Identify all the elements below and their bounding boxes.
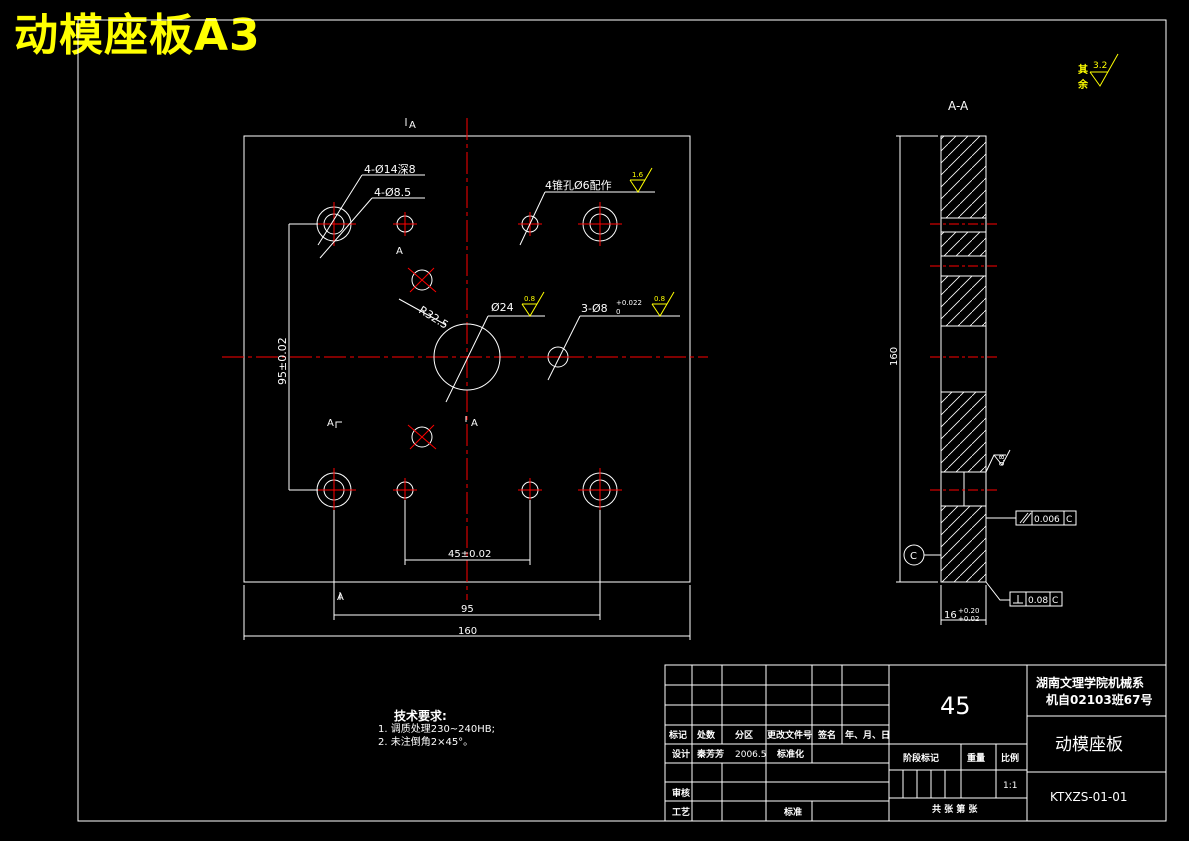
callout-taper-pin: 4锥孔Ø6配作 (545, 179, 612, 192)
callout-taper-roughness: 1.6 (632, 171, 644, 179)
roughness-label-1: 其 (1078, 63, 1088, 76)
tech-req-item-2: 2. 未注倒角2×45°。 (378, 737, 474, 748)
section-thickness-base: 16 (944, 610, 957, 621)
roughness-label-2: 余 (1077, 78, 1089, 91)
callout-pin-roughness: 0.8 (654, 295, 665, 303)
section-height-dim: 160 (889, 347, 900, 366)
dim-vertical: 95±0.02 (276, 337, 289, 385)
tb-review: 审核 (672, 787, 690, 799)
section-datum: C (910, 551, 917, 562)
section-mark-bottom: A (337, 592, 344, 603)
section-side-roughness: 0.8 (998, 455, 1006, 466)
pin-holes (411, 269, 569, 448)
section-thickness-tol-lower: +0.02 (958, 615, 979, 623)
roughness-value: 3.2 (1093, 61, 1107, 71)
section-roughness (993, 449, 1011, 466)
tb-design-date: 2006.5 (735, 750, 767, 760)
tb-designer: 秦芳芳 (696, 748, 724, 760)
tb-col-mark: 标记 (668, 729, 687, 741)
tech-requirements: 技术要求: 1. 调质处理230~240HB; 2. 未注倒角2×45°。 (378, 710, 495, 749)
tech-req-item-1: 1. 调质处理230~240HB; (378, 724, 496, 735)
parallelism-value: 0.006 (1034, 515, 1060, 525)
callout-pin-tol-lower: 0 (616, 308, 620, 316)
section-mark-top: A (409, 120, 416, 131)
section-title: A-A (948, 99, 969, 113)
tb-scale-value: 1:1 (1003, 781, 1017, 791)
tech-req-heading: 技术要求: (394, 709, 447, 723)
callout-pin-holes: 3-Ø8 (581, 302, 608, 315)
title-block-texts: 45 湖南文理学院机械系 机自02103班67号 动模座板 KTXZS-01-0… (668, 675, 1152, 818)
section-mark-upper: A (396, 246, 403, 257)
callout-through-hole: 4-Ø8.5 (374, 186, 411, 199)
callout-center-hole: Ø24 (491, 301, 514, 314)
plan-view: A A A A A 4-Ø14深8 4-Ø8.5 4锥孔Ø6配作 1.6 Ø24… (222, 118, 708, 640)
tb-col-zone: 分区 (735, 729, 753, 741)
callout-center-roughness: 0.8 (524, 295, 535, 303)
dim-horizontal-mid: 95 (461, 604, 474, 615)
perpendicularity-datum: C (1052, 596, 1058, 606)
tb-drawing-no: KTXZS-01-01 (1050, 790, 1128, 804)
section-mark-left: A (327, 418, 334, 429)
dim-overall-width: 160 (458, 626, 477, 637)
drawing-title: 动模座板A3 (14, 10, 261, 61)
callout-pin-tol-upper: +0.022 (616, 299, 642, 307)
dim-horizontal-inner: 45±0.02 (448, 549, 491, 560)
tb-col-count: 处数 (696, 729, 716, 741)
tb-school-1: 湖南文理学院机械系 (1036, 675, 1144, 690)
parallelism-datum: C (1066, 515, 1072, 525)
tb-design: 设计 (672, 748, 690, 760)
tb-weight: 重量 (967, 752, 985, 764)
tb-material: 45 (940, 692, 971, 720)
roughness-general-note: 其 余 3.2 (1077, 53, 1119, 91)
leader-lines (243, 118, 691, 640)
section-dims (896, 135, 1077, 625)
roughness-symbols-plan (521, 167, 675, 317)
section-hatch (940, 135, 987, 583)
section-view: A-A (889, 99, 1077, 625)
drawing-frame (77, 19, 1167, 822)
tb-col-sign: 签名 (817, 729, 836, 741)
callout-radius: R32.5 (416, 304, 450, 332)
tb-col-date: 年、月、日 (845, 729, 890, 741)
title-block (664, 664, 1167, 822)
tb-process: 工艺 (672, 806, 690, 818)
callout-counterbore: 4-Ø14深8 (364, 163, 416, 176)
tb-part-name: 动模座板 (1055, 735, 1123, 755)
tb-col-doc: 更改文件号 (767, 729, 812, 741)
section-thickness-tol-upper: +0.20 (958, 607, 979, 615)
tb-sheets: 共 张 第 张 (932, 803, 978, 815)
tb-standardize: 标准化 (776, 748, 804, 760)
perpendicularity-value: 0.08 (1028, 596, 1048, 606)
tb-approve: 标准 (783, 806, 802, 818)
section-centerlines (930, 223, 997, 491)
tb-scale: 比例 (1001, 752, 1019, 764)
section-mark-center: A (471, 418, 478, 429)
tb-school-2: 机自02103班67号 (1046, 692, 1152, 707)
center-hole (433, 323, 501, 391)
tb-stage-mark: 阶段标记 (903, 752, 939, 764)
